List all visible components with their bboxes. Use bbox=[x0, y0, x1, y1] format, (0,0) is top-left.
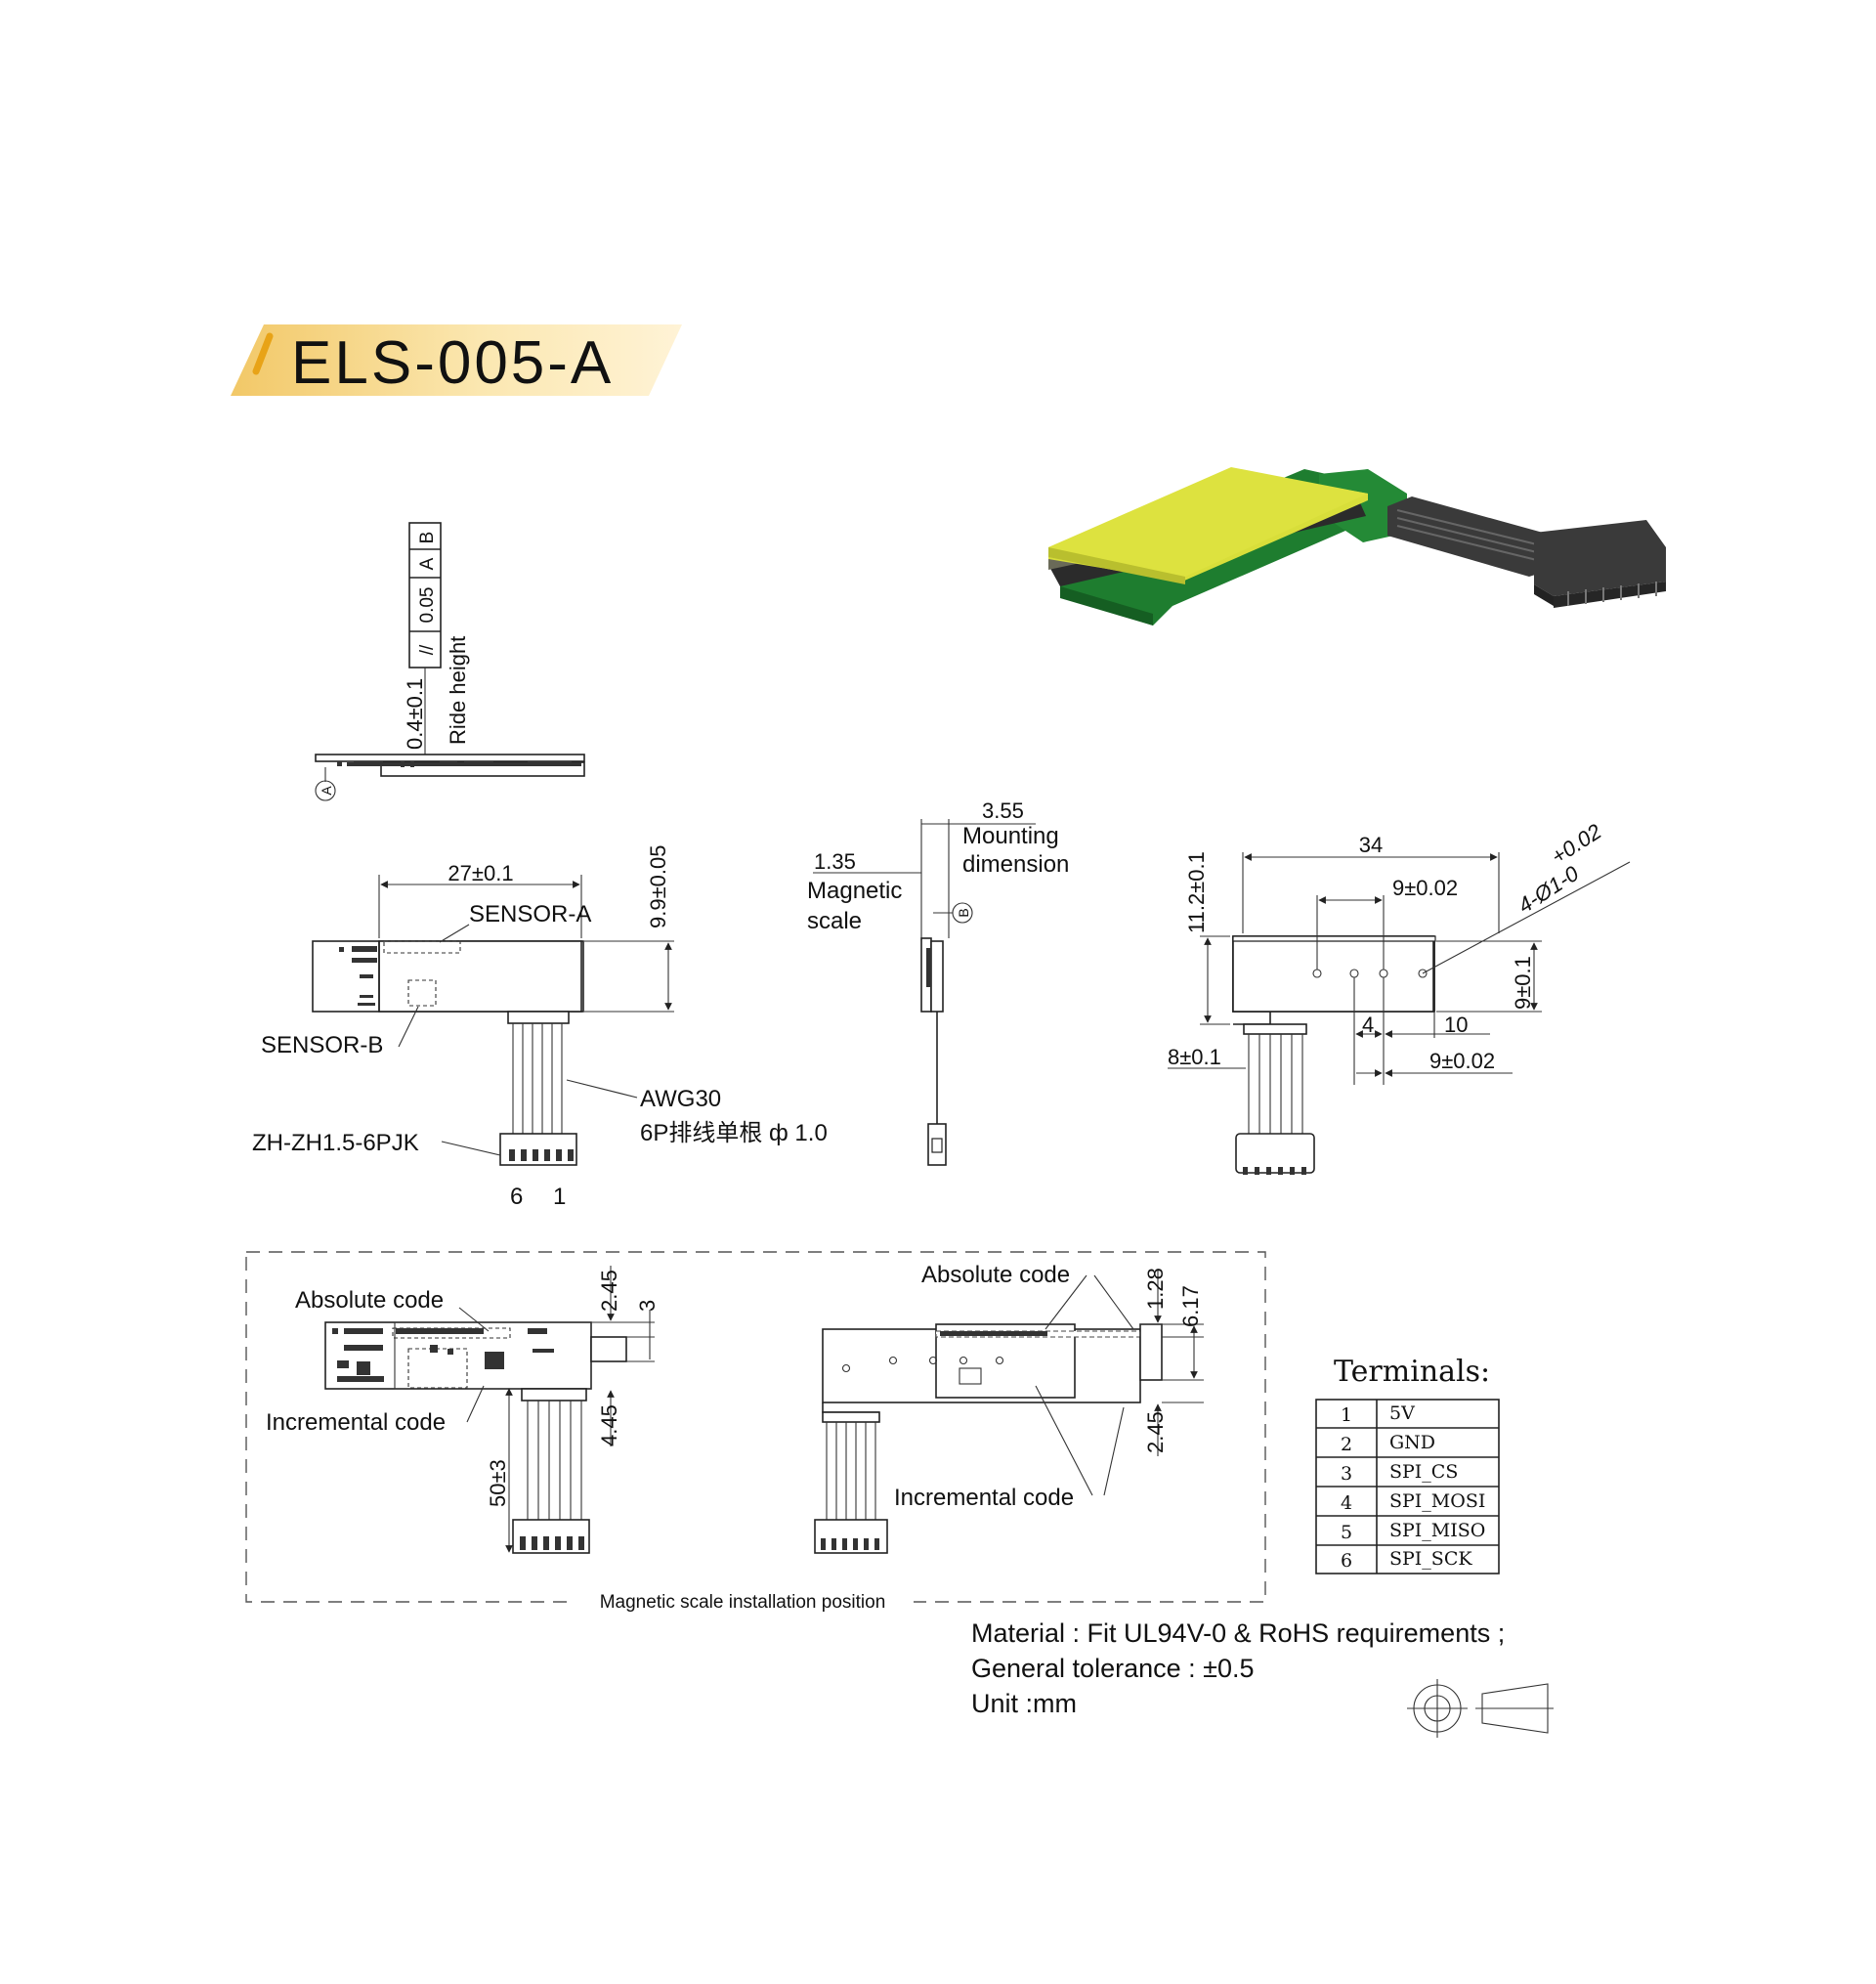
material-note: Material : Fit UL94V-0 & RoHS requiremen… bbox=[971, 1618, 1505, 1648]
mounting-label-1: Mounting bbox=[962, 823, 1059, 849]
title-banner: ELS-005-A bbox=[231, 324, 682, 397]
ride-height-label: Ride height bbox=[446, 636, 470, 745]
incremental-code-left: Incremental code bbox=[266, 1409, 446, 1436]
datum-b-label: B bbox=[956, 908, 971, 917]
dim-9-002-bottom: 9±0.02 bbox=[1429, 1049, 1495, 1073]
unit-note: Unit :mm bbox=[971, 1689, 1077, 1718]
terminal-signal: SPI_SCK bbox=[1389, 1548, 1472, 1570]
incremental-code-right: Incremental code bbox=[894, 1485, 1074, 1511]
cable-spec: 6P排线单根 ф 1.0 bbox=[640, 1120, 828, 1146]
cable-awg: AWG30 bbox=[640, 1086, 721, 1112]
frame-cell-b: B bbox=[417, 532, 438, 544]
terminal-pin: 6 bbox=[1341, 1550, 1352, 1572]
dim-9-01: 9±0.1 bbox=[1511, 956, 1535, 1010]
side-view: B A 0.05 // 0.4±0.1 Ride height A bbox=[315, 522, 585, 801]
product-title: ELS-005-A bbox=[291, 329, 614, 397]
magnetic-label-1: Magnetic bbox=[807, 878, 902, 904]
terminal-pin: 5 bbox=[1341, 1522, 1352, 1543]
sensor-a-label: SENSOR-A bbox=[469, 901, 591, 927]
mount-hole-4 bbox=[1418, 969, 1428, 978]
mounting-label-2: dimension bbox=[962, 851, 1069, 878]
hole-spec: 4-Ø1-0 bbox=[1514, 861, 1584, 919]
parallelism-symbol: // bbox=[417, 644, 438, 655]
terminal-signal: SPI_CS bbox=[1389, 1461, 1458, 1483]
pin-6-label: 6 bbox=[510, 1184, 523, 1210]
projection-symbol-icon bbox=[1407, 1679, 1554, 1738]
dim-1-35: 1.35 bbox=[814, 849, 856, 874]
install-left: 2.45 3 4.45 Absolute code Incremental co… bbox=[266, 1266, 660, 1554]
dim-3-55: 3.55 bbox=[982, 798, 1024, 823]
install-right: 1.28 6.17 2.45 Absolute code Incremental… bbox=[814, 1262, 1204, 1554]
top-view: 27±0.1 9.9±0.05 SENSOR-A SENSOR-B AWG30 … bbox=[252, 845, 828, 1210]
dim-1-28: 1.28 bbox=[1143, 1268, 1168, 1310]
terminals-table: Terminals: 1 5V 2 GND 3 SPI_CS 4 SPI_MOS… bbox=[1315, 1355, 1500, 1574]
dim-width-27: 27±0.1 bbox=[448, 861, 513, 885]
terminal-signal: GND bbox=[1389, 1432, 1435, 1453]
terminals-title: Terminals: bbox=[1334, 1355, 1490, 1389]
terminal-pin: 4 bbox=[1341, 1492, 1352, 1514]
datum-a-label: A bbox=[319, 786, 334, 796]
back-view: 34 11.2±0.1 9±0.02 4-Ø1-0 +0.02 9±0.1 4 … bbox=[1168, 819, 1631, 1175]
sensor-b-label: SENSOR-B bbox=[261, 1032, 383, 1058]
dim-9-002-top: 9±0.02 bbox=[1392, 876, 1458, 900]
dim-8-01: 8±0.1 bbox=[1168, 1045, 1221, 1069]
terminal-signal: 5V bbox=[1389, 1402, 1415, 1424]
tolerance-note: General tolerance : ±0.5 bbox=[971, 1654, 1255, 1683]
installation-section: Magnetic scale installation position bbox=[245, 1251, 1266, 1613]
ride-height-value: 0.4±0.1 bbox=[403, 678, 427, 750]
dim-6-17: 6.17 bbox=[1178, 1285, 1203, 1327]
dim-2-45-right: 2.45 bbox=[1143, 1411, 1168, 1453]
hole-spec-tol: +0.02 bbox=[1547, 819, 1605, 869]
terminal-pin: 1 bbox=[1341, 1404, 1352, 1426]
terminal-pin: 2 bbox=[1341, 1434, 1352, 1455]
dim-height-9-9: 9.9±0.05 bbox=[646, 845, 670, 928]
connector-label: ZH-ZH1.5-6PJK bbox=[252, 1130, 419, 1156]
absolute-code-right: Absolute code bbox=[921, 1262, 1070, 1288]
install-caption: Magnetic scale installation position bbox=[600, 1592, 886, 1613]
dim-4: 4 bbox=[1362, 1013, 1374, 1037]
magnetic-label-2: scale bbox=[807, 908, 862, 934]
mounting-view: 3.55 Mounting dimension 1.35 Magnetic sc… bbox=[807, 798, 1069, 1166]
dim-2-45-top: 2.45 bbox=[597, 1270, 621, 1312]
dim-4-45: 4.45 bbox=[597, 1404, 621, 1446]
terminal-signal: SPI_MOSI bbox=[1389, 1490, 1485, 1512]
terminal-pin: 3 bbox=[1341, 1463, 1352, 1485]
absolute-code-left: Absolute code bbox=[295, 1287, 444, 1314]
dim-3: 3 bbox=[635, 1300, 660, 1312]
terminal-signal: SPI_MISO bbox=[1389, 1520, 1485, 1541]
dim-34: 34 bbox=[1359, 833, 1383, 857]
dim-50: 50±3 bbox=[486, 1459, 510, 1507]
product-render bbox=[1048, 467, 1666, 625]
frame-cell-tolerance: 0.05 bbox=[417, 587, 438, 624]
dim-11-2: 11.2±0.1 bbox=[1184, 851, 1209, 933]
dim-10: 10 bbox=[1444, 1013, 1468, 1037]
notes: Material : Fit UL94V-0 & RoHS requiremen… bbox=[971, 1618, 1505, 1718]
pin-1-label: 1 bbox=[553, 1184, 566, 1210]
frame-cell-a: A bbox=[417, 557, 438, 570]
tolerance-frame: B A 0.05 // bbox=[408, 522, 442, 669]
